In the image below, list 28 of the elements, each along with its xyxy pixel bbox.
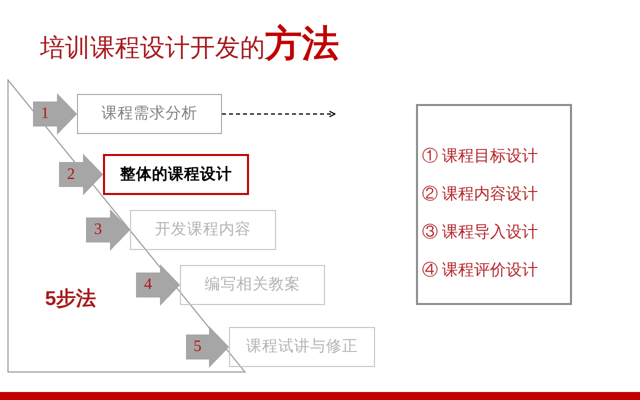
- step-label: 开发课程内容: [155, 222, 251, 238]
- step-number: 4: [144, 277, 152, 293]
- step-box: [77, 94, 222, 134]
- step-number: 5: [194, 339, 202, 355]
- step-box: [180, 265, 325, 305]
- step-label: 课程需求分析: [102, 106, 198, 122]
- step-box: [130, 210, 276, 250]
- block-arrow: [136, 264, 180, 306]
- step-number: 2: [67, 166, 75, 182]
- step-box: [229, 327, 375, 367]
- dashed-arrow: [222, 110, 336, 118]
- list-item: ① 课程目标设计: [422, 146, 538, 167]
- step-label: 课程试讲与修正: [246, 339, 358, 355]
- block-arrow: [186, 326, 229, 368]
- block-arrow: [86, 209, 130, 251]
- step-label: 整体的课程设计: [120, 166, 232, 182]
- step-box: [103, 154, 249, 195]
- list-item: ③ 课程导入设计: [422, 222, 538, 243]
- list-panel: [416, 104, 572, 305]
- list-item: ② 课程内容设计: [422, 184, 538, 205]
- title: 培训课程设计开发的方法: [40, 26, 339, 67]
- block-arrow: [33, 93, 77, 135]
- step-number: 3: [94, 222, 102, 238]
- method-label: 5步法: [45, 287, 96, 311]
- block-arrow: [59, 154, 103, 196]
- list-item: ④ 课程评价设计: [422, 260, 538, 281]
- step-number: 1: [41, 106, 49, 122]
- step-label: 编写相关教案: [204, 277, 300, 293]
